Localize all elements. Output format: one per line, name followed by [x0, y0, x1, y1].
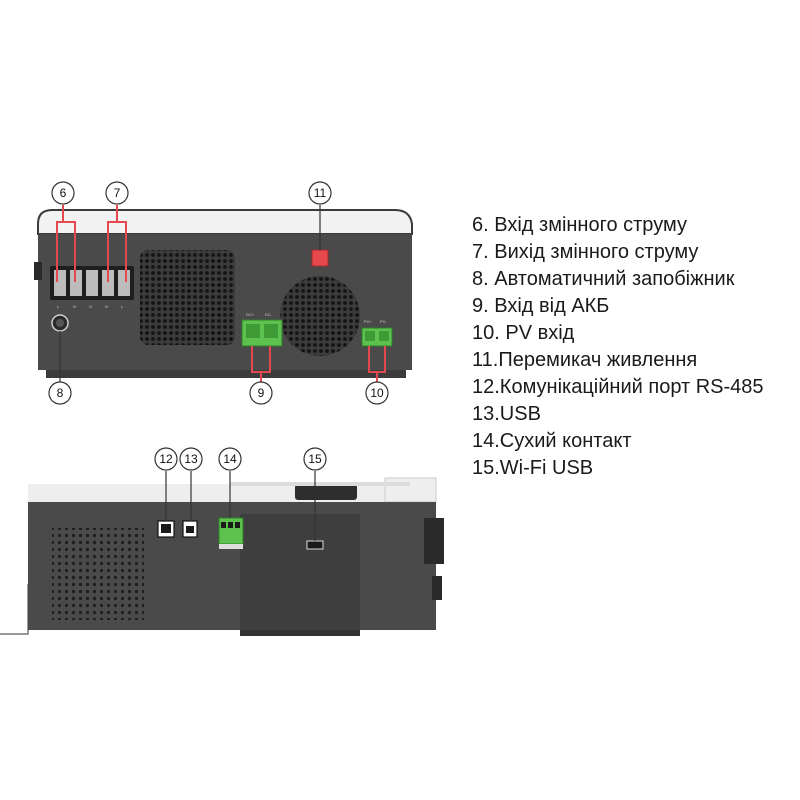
callout-12-circle — [154, 447, 178, 471]
legend-item-7: 7. Вихід змінного струму — [472, 241, 699, 263]
top-left-notch — [34, 262, 42, 280]
fan-grill-round — [280, 276, 360, 356]
callout-15-number: 15 — [308, 452, 322, 466]
side-unit-view: 12 13 14 15 — [0, 447, 444, 636]
callout-13-number: 13 — [184, 452, 198, 466]
legend-item-12: 12.Комунікаційний порт RS-485 — [472, 376, 764, 398]
ac-terminal-label-4: N — [105, 304, 108, 309]
legend-item-9: 9. Вхід від АКБ — [472, 295, 610, 317]
side-top-strip-right — [384, 477, 437, 503]
legend: 6. Вхід змінного струму 7. Вихід змінног… — [472, 212, 792, 482]
legend-item-13: 13.USB — [472, 403, 541, 425]
side-top-strip — [28, 484, 436, 502]
top-unit-view: L N G N L DC+ DC- PV+ PV- — [34, 181, 413, 405]
callout-11-number: 11 — [314, 186, 327, 200]
callout-13-circle — [179, 447, 203, 471]
callout-15-circle — [303, 447, 327, 471]
side-right-bracket — [424, 518, 444, 564]
side-panel-recess — [240, 514, 360, 630]
top-cover — [37, 209, 413, 235]
callout-10-circle — [365, 381, 389, 405]
callout-14-number: 14 — [223, 452, 237, 466]
callout-11-circle — [308, 181, 332, 205]
callout-8-number: 8 — [57, 386, 64, 400]
callout-8-circle — [48, 381, 72, 405]
callout-10-number: 10 — [370, 386, 384, 400]
legend-item-8: 8. Автоматичний запобіжник — [472, 268, 735, 290]
wifi-usb-port[interactable] — [306, 540, 324, 550]
legend-item-15: 15.Wi-Fi USB — [472, 457, 594, 479]
side-body-bottom — [240, 630, 360, 636]
ac-terminal-label-5: L — [121, 304, 124, 309]
side-right-knob — [432, 576, 442, 600]
callout-12-number: 12 — [159, 452, 173, 466]
usb-port-socket — [186, 526, 194, 533]
side-top-seam — [230, 482, 410, 486]
rs485-port-socket — [161, 524, 171, 533]
ac-terminal-label-2: N — [73, 304, 76, 309]
side-vent-grid — [52, 528, 144, 620]
legend-item-6: 6. Вхід змінного струму — [472, 214, 687, 236]
callout-9-circle — [249, 381, 273, 405]
callout-7-number: 7 — [114, 186, 121, 200]
breaker-button-center — [56, 319, 64, 327]
callout-9-number: 9 — [258, 386, 265, 400]
legend-item-10: 10. PV вхід — [472, 322, 575, 344]
ac-terminal-label-3: G — [89, 304, 92, 309]
floor-line — [0, 584, 29, 635]
battery-terminal-block: DC+ DC- — [241, 312, 283, 347]
callout-6-circle — [51, 181, 75, 205]
callout-6-number: 6 — [60, 186, 67, 200]
pv-plus-label: PV+ — [364, 319, 372, 324]
top-body-lower — [46, 370, 406, 378]
callout-9 — [251, 346, 271, 382]
fan-grill-square — [140, 250, 235, 345]
callout-6 — [56, 205, 76, 282]
power-switch[interactable] — [311, 249, 329, 267]
callout-7 — [107, 205, 127, 282]
dark-handle — [295, 484, 357, 500]
legend-item-14: 14.Сухий контакт — [472, 430, 632, 452]
dc-minus-label: DC- — [265, 312, 273, 317]
callout-7-circle — [105, 181, 129, 205]
ac-terminal-block: L N G N L — [50, 266, 134, 309]
pv-minus-label: PV- — [380, 319, 387, 324]
dry-contact-block — [218, 517, 244, 549]
ac-terminal-label-1: L — [57, 304, 60, 309]
callout-14-circle — [218, 447, 242, 471]
legend-item-11: 11.Перемикач живлення — [472, 349, 698, 371]
callout-10 — [368, 346, 386, 382]
dc-plus-label: DC+ — [246, 312, 255, 317]
pv-terminal-block: PV+ PV- — [361, 319, 393, 347]
